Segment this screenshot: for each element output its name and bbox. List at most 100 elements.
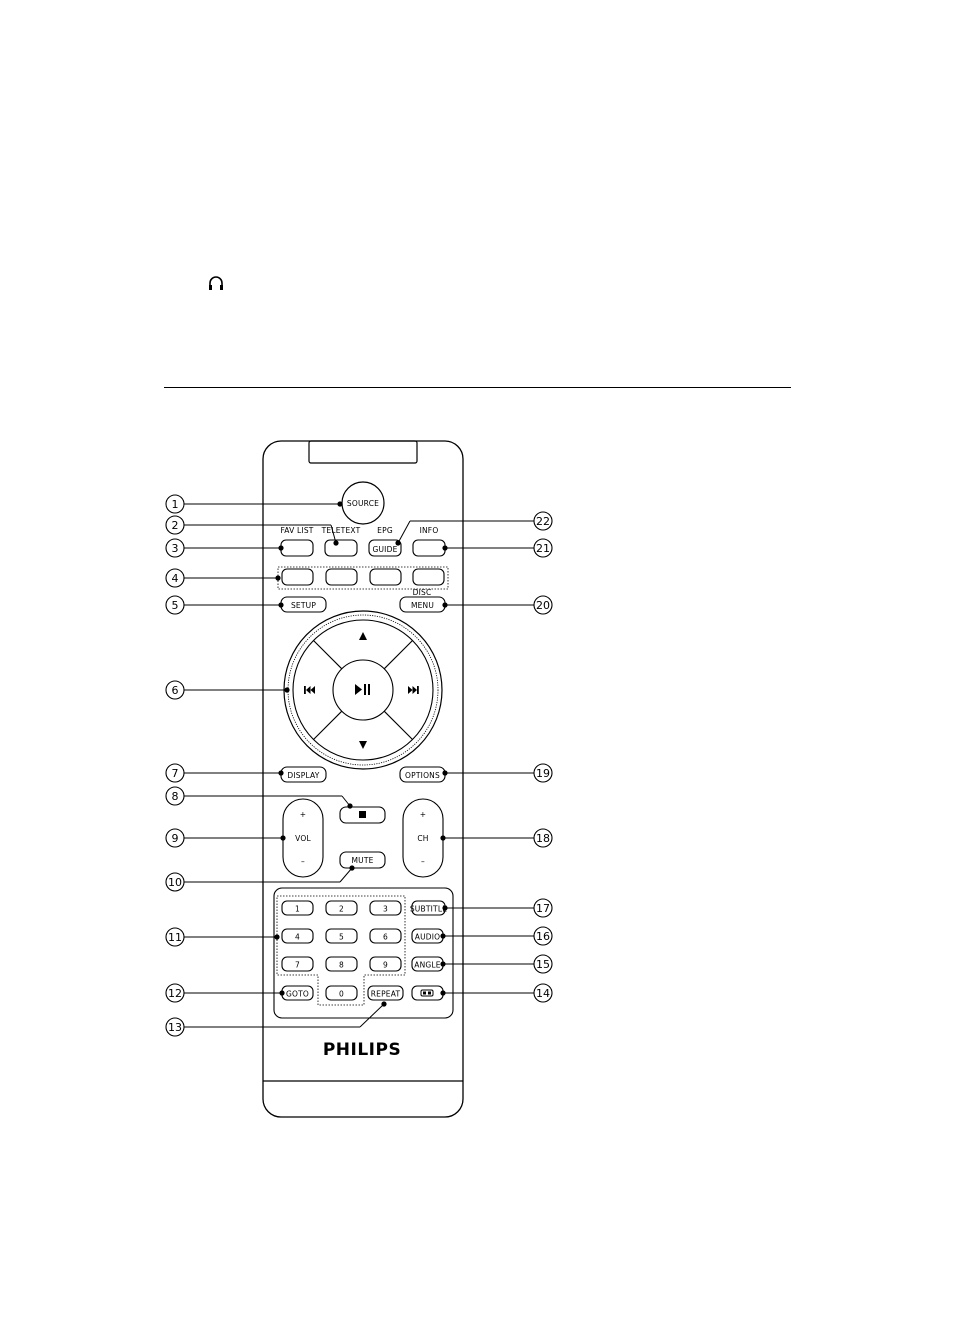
svg-text:21: 21 — [536, 542, 550, 555]
svg-text:2: 2 — [339, 905, 344, 914]
digit-button-6[interactable]: 6 — [370, 929, 401, 943]
callout-3: 3 — [166, 539, 184, 557]
svg-text:15: 15 — [536, 958, 550, 971]
callout-18: 18 — [534, 829, 552, 847]
svg-text:REPEAT: REPEAT — [371, 990, 401, 999]
display-button[interactable]: DISPLAY — [281, 767, 326, 782]
svg-text:1: 1 — [172, 498, 179, 511]
callout-22: 22 — [534, 512, 552, 530]
repeat-button[interactable]: REPEAT — [368, 986, 403, 1000]
arrow-up-icon[interactable] — [359, 632, 367, 640]
info-button[interactable] — [413, 540, 445, 556]
svg-text:3: 3 — [383, 905, 388, 914]
color-button-1[interactable] — [282, 569, 313, 585]
svg-text:14: 14 — [536, 987, 550, 1000]
digit-button-0[interactable]: 0 — [326, 986, 357, 1000]
play-pause-button[interactable] — [333, 660, 393, 720]
svg-text:16: 16 — [536, 930, 550, 943]
svg-text:GUIDE: GUIDE — [372, 545, 397, 554]
svg-text:ANGLE: ANGLE — [414, 961, 441, 970]
arrow-down-icon[interactable] — [359, 741, 367, 749]
channel-rocker[interactable]: + CH – — [403, 799, 443, 877]
svg-text:SOURCE: SOURCE — [347, 499, 379, 508]
callout-15: 15 — [534, 955, 552, 973]
svg-text:GOTO: GOTO — [286, 990, 309, 999]
svg-text:SETUP: SETUP — [291, 601, 316, 610]
svg-text:+: + — [300, 810, 306, 819]
next-track-icon[interactable] — [408, 686, 419, 694]
color-button-4[interactable] — [413, 569, 444, 585]
callout-6: 6 — [166, 681, 184, 699]
callout-17: 17 — [534, 899, 552, 917]
svg-text:VOL: VOL — [295, 834, 311, 843]
svg-text:–: – — [421, 857, 425, 866]
svg-text:9: 9 — [172, 832, 179, 845]
svg-text:13: 13 — [168, 1021, 182, 1034]
brand-logo: PHILIPS — [323, 1040, 401, 1060]
svg-text:22: 22 — [536, 515, 550, 528]
svg-text:7: 7 — [295, 961, 300, 970]
callout-leaders — [184, 504, 534, 1027]
stop-button[interactable] — [340, 807, 385, 823]
svg-text:11: 11 — [168, 931, 182, 944]
svg-text:7: 7 — [172, 767, 179, 780]
svg-text:DISPLAY: DISPLAY — [287, 771, 319, 780]
digit-button-7[interactable]: 7 — [282, 957, 313, 971]
svg-text:4: 4 — [172, 572, 179, 585]
source-button[interactable]: SOURCE — [342, 482, 384, 524]
epg-label: EPG — [377, 526, 393, 535]
subtitle-button[interactable]: SUBTITLE — [410, 901, 447, 915]
disc-label: DISC — [413, 588, 432, 597]
disc-menu-button[interactable]: MENU — [400, 597, 445, 612]
digit-button-4[interactable]: 4 — [282, 929, 313, 943]
svg-text:–: – — [301, 857, 305, 866]
svg-text:0: 0 — [339, 990, 344, 999]
digit-button-5[interactable]: 5 — [326, 929, 357, 943]
svg-text:5: 5 — [172, 599, 179, 612]
svg-text:3: 3 — [172, 542, 179, 555]
svg-text:20: 20 — [536, 599, 550, 612]
svg-text:12: 12 — [168, 987, 182, 1000]
callout-14: 14 — [534, 984, 552, 1002]
svg-text:17: 17 — [536, 902, 550, 915]
digit-button-1[interactable]: 1 — [282, 901, 313, 915]
previous-track-icon[interactable] — [304, 686, 315, 694]
setup-button[interactable]: SETUP — [281, 597, 326, 612]
digit-button-9[interactable]: 9 — [370, 957, 401, 971]
callout-12: 12 — [166, 984, 184, 1002]
svg-text:MENU: MENU — [411, 601, 434, 610]
digit-button-3[interactable]: 3 — [370, 901, 401, 915]
callout-16: 16 — [534, 927, 552, 945]
ir-window — [309, 441, 417, 463]
digit-button-2[interactable]: 2 — [326, 901, 357, 915]
svg-text:2: 2 — [172, 519, 179, 532]
color-button-3[interactable] — [370, 569, 401, 585]
fav-list-button[interactable] — [281, 540, 313, 556]
svg-text:AUDIO: AUDIO — [415, 933, 441, 942]
callout-10: 10 — [166, 873, 184, 891]
svg-text:9: 9 — [383, 961, 388, 970]
callout-7: 7 — [166, 764, 184, 782]
svg-text:19: 19 — [536, 767, 550, 780]
color-button-2[interactable] — [326, 569, 357, 585]
mute-button[interactable]: MUTE — [340, 852, 385, 868]
angle-button[interactable]: ANGLE — [412, 957, 443, 971]
svg-text:+: + — [420, 810, 426, 819]
volume-rocker[interactable]: + VOL – — [283, 799, 323, 877]
options-button[interactable]: OPTIONS — [400, 767, 445, 782]
callout-11: 11 — [166, 928, 184, 946]
audio-button[interactable]: AUDIO — [412, 929, 443, 943]
goto-button[interactable]: GOTO — [282, 986, 313, 1000]
callout-4: 4 — [166, 569, 184, 587]
svg-text:8: 8 — [172, 790, 179, 803]
svg-text:6: 6 — [172, 684, 179, 697]
callout-21: 21 — [534, 539, 552, 557]
callout-1: 1 — [166, 495, 184, 513]
digit-button-8[interactable]: 8 — [326, 957, 357, 971]
svg-text:CH: CH — [417, 834, 428, 843]
teletext-button[interactable] — [325, 540, 357, 556]
ab-repeat-button[interactable] — [412, 986, 443, 1000]
teletext-label: TELETEXT — [321, 526, 361, 535]
stop-icon — [359, 811, 366, 818]
